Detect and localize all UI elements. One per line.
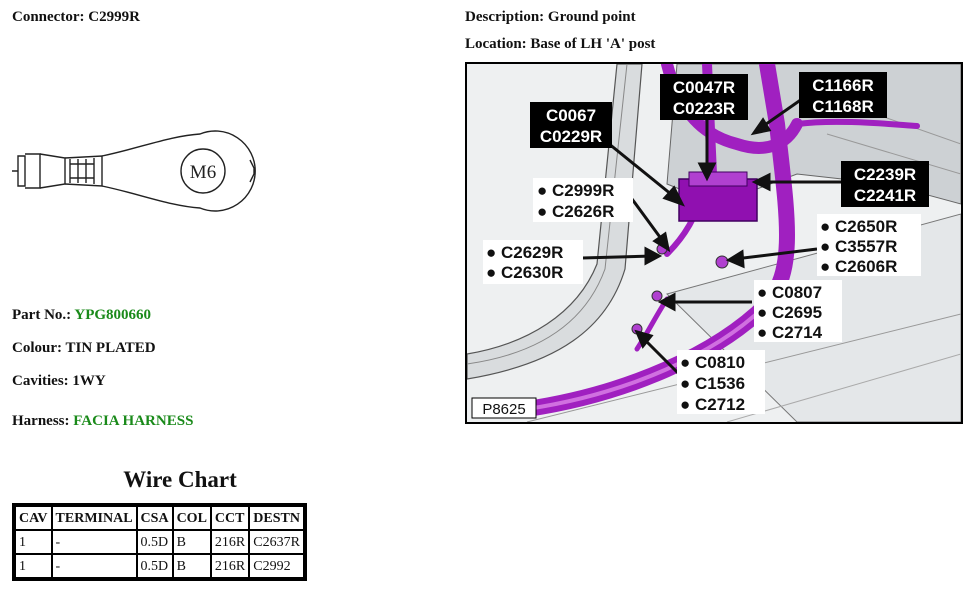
callout-c0067-line2: C0229R [540,127,602,146]
cell-destn[interactable]: C2637R [250,531,303,553]
description-field: Description: Ground point [465,9,636,25]
diagram-ref-label: P8625 [482,401,525,418]
callout-c2239-line2: C2241R [854,186,916,205]
callout-c0807-line3: ● C2714 [757,323,823,342]
callout-c2999-line1: ● C2999R [537,181,614,200]
stud-size-label: M6 [190,162,216,183]
callout-c2239-box [841,161,929,207]
callout-c0807-line2: ● C2695 [757,303,822,322]
callout-c2650-line3: ● C2606R [820,257,897,276]
callout-c0047-line1: C0047R [673,78,735,97]
header-cct: CCT [211,507,249,529]
callout-c2650-line1: ● C2650R [820,217,897,236]
cavities-field: Cavities: 1WY [12,373,106,389]
cell-cct: 216R [211,555,249,577]
callout-c1166-box [799,72,887,118]
callout-c0067-line1: C0067 [546,106,596,125]
callout-c0067-box [530,102,612,148]
header-col: COL [173,507,210,529]
part-no-field: Part No.: YPG800660 [12,307,152,323]
callout-c2999-line2: ● C2626R [537,202,614,221]
colour-field: Colour: TIN PLATED [12,340,156,356]
description-value: Ground point [547,9,636,25]
cell-col: B [173,531,210,553]
callout-c0810-line1: ● C0810 [680,353,745,372]
header-cav: CAV [16,507,51,529]
wire-chart-table: CAV TERMINAL CSA COL CCT DESTN 1 - 0.5D … [12,503,307,581]
location-field: Location: Base of LH 'A' post [465,36,656,52]
table-row: 1 - 0.5D B 216R C2637R [16,531,303,553]
callout-c2629-line1: ● C2629R [486,243,563,262]
callout-c2650-line2: ● C3557R [820,237,897,256]
part-no-value[interactable]: YPG800660 [74,307,152,323]
header-destn: DESTN [250,507,303,529]
ring-terminal-drawing: M6 [12,130,256,212]
header-terminal: TERMINAL [52,507,136,529]
cell-destn[interactable]: C2992 [250,555,303,577]
harness-field: Harness: FACIA HARNESS [12,413,194,429]
location-value: Base of LH 'A' post [530,36,656,52]
callout-c0047-box [660,74,748,120]
connector-field: Connector: C2999R [12,9,140,25]
cell-csa: 0.5D [137,531,172,553]
cell-terminal: - [52,555,136,577]
callout-c2239-line1: C2239R [854,165,916,184]
cell-cav: 1 [16,531,51,553]
callout-c2629-line2: ● C2630R [486,263,563,282]
cell-cct: 216R [211,531,249,553]
callout-c1166-line1: C1166R [812,76,873,95]
cell-cav: 1 [16,555,51,577]
harness-value[interactable]: FACIA HARNESS [73,413,194,429]
callout-c0807-line1: ● C0807 [757,283,822,302]
callout-c0810-line3: ● C2712 [680,395,745,414]
callout-c1166-line2: C1168R [812,97,873,116]
wire-chart-title: Wire Chart [123,467,237,492]
cell-terminal: - [52,531,136,553]
cavities-value: 1WY [72,373,106,389]
wire-chart-header-row: CAV TERMINAL CSA COL CCT DESTN [16,507,303,529]
cell-col: B [173,555,210,577]
location-diagram: C0067 C0229R C0047R C0223R C1166R C1168R… [465,62,963,424]
header-csa: CSA [137,507,172,529]
cell-csa: 0.5D [137,555,172,577]
connector-value: C2999R [88,9,140,25]
callout-c0810-line2: ● C1536 [680,374,745,393]
table-row: 1 - 0.5D B 216R C2992 [16,555,303,577]
colour-value: TIN PLATED [65,340,156,356]
callout-c0047-line2: C0223R [673,99,735,118]
